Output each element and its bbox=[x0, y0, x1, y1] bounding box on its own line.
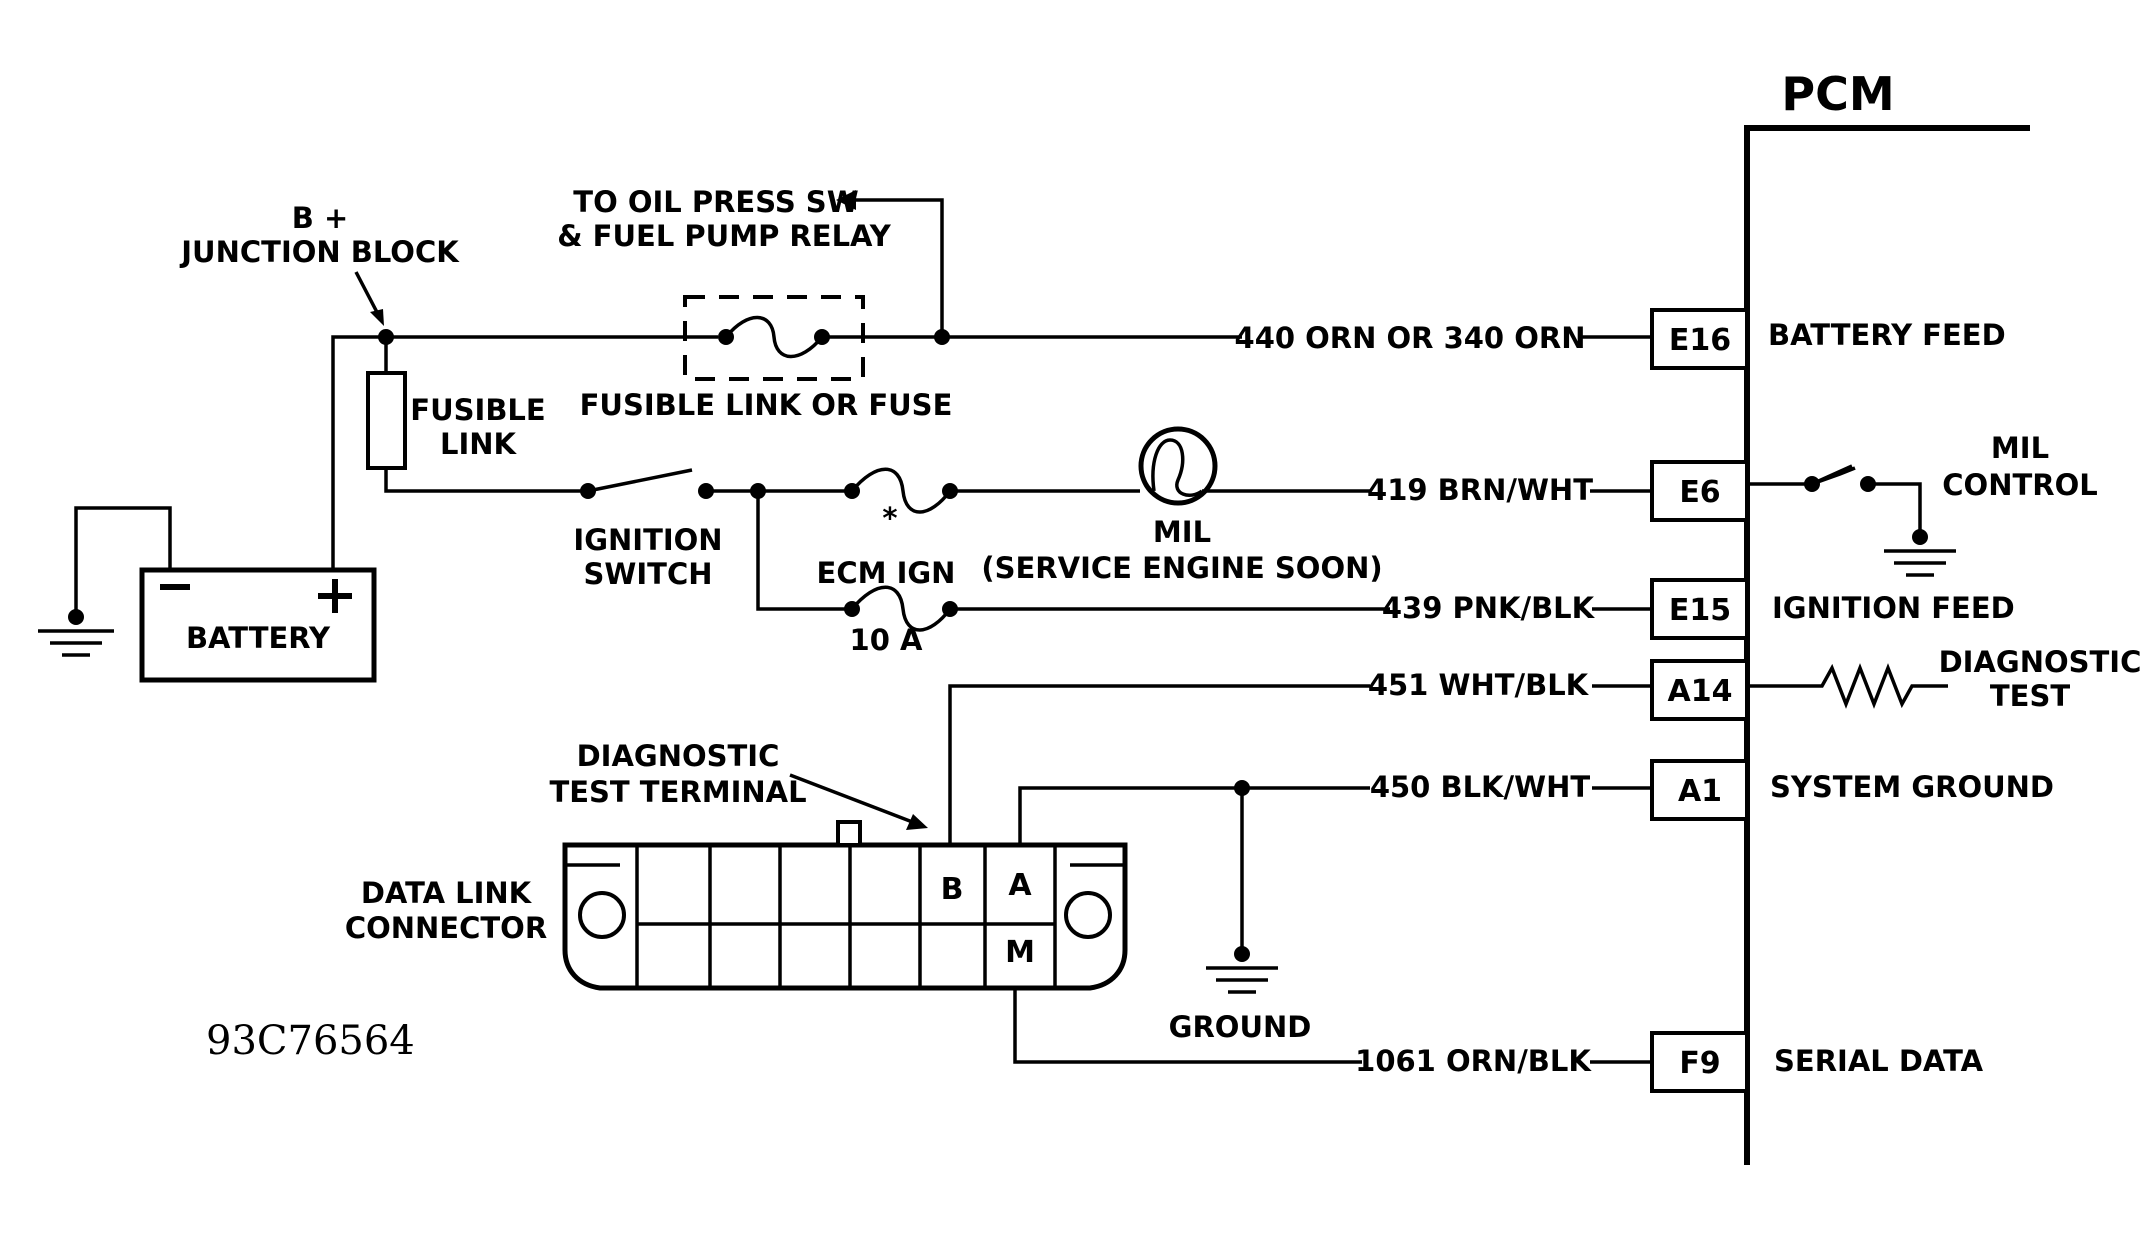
system-ground-circuit: GROUND 450 BLK/WHT A1 SYSTEM GROUND bbox=[1018, 759, 2054, 1044]
junction-block-label: JUNCTION BLOCK bbox=[179, 235, 460, 269]
wire-419-label: 419 BRN/WHT bbox=[1367, 473, 1593, 507]
pin-a-label: A bbox=[1008, 868, 1032, 903]
fusible-link-label-2: LINK bbox=[440, 427, 518, 461]
ground-symbol bbox=[1884, 549, 1956, 577]
mount-hole-left bbox=[578, 891, 626, 939]
ignition-feed-label: IGNITION FEED bbox=[1772, 591, 2015, 625]
pin-a1-label: A1 bbox=[1678, 774, 1722, 809]
battery-label: BATTERY bbox=[186, 621, 331, 655]
arrow-head bbox=[906, 814, 928, 830]
pcm-title: PCM bbox=[1781, 67, 1894, 121]
ten-amp-label: 10 A bbox=[850, 623, 923, 657]
serial-data-circuit: 1061 ORN/BLK F9 SERIAL DATA bbox=[1013, 990, 1984, 1093]
wire-450-label: 450 BLK/WHT bbox=[1370, 770, 1591, 804]
serial-data-label: SERIAL DATA bbox=[1774, 1044, 1984, 1078]
service-engine-soon-label: (SERVICE ENGINE SOON) bbox=[981, 551, 1382, 585]
wire-451-label: 451 WHT/BLK bbox=[1368, 668, 1590, 702]
resistor bbox=[1747, 663, 1948, 709]
fusible-link-label-1: FUSIBLE bbox=[410, 393, 545, 427]
ignition-switch-label-1: IGNITION bbox=[573, 523, 722, 557]
ground-label: GROUND bbox=[1169, 1010, 1312, 1044]
fusible-link-or-fuse-label: FUSIBLE LINK OR FUSE bbox=[580, 388, 953, 422]
mil-lamp bbox=[1138, 426, 1218, 506]
system-ground-label: SYSTEM GROUND bbox=[1770, 770, 2054, 804]
wire-439-label: 439 PNK/BLK bbox=[1382, 591, 1596, 625]
mount-hole-right bbox=[1064, 891, 1112, 939]
diagnostic-test-label-1: DIAGNOSTIC bbox=[1939, 645, 2142, 679]
mil-label: MIL bbox=[1153, 515, 1211, 549]
mil-control-label-1: MIL bbox=[1991, 431, 2049, 465]
wire-1061-label: 1061 ORN/BLK bbox=[1355, 1044, 1592, 1078]
ground-symbol bbox=[38, 629, 114, 657]
pin-a14 bbox=[1650, 659, 1749, 721]
mil-control-label-2: CONTROL bbox=[1942, 468, 2097, 502]
dlc-label-2: CONNECTOR bbox=[345, 911, 547, 945]
pin-e15 bbox=[1650, 578, 1749, 640]
arrow-head bbox=[836, 190, 856, 210]
pin-e15-label: E15 bbox=[1669, 593, 1731, 628]
battery-feed-label: BATTERY FEED bbox=[1768, 318, 2006, 352]
pin-a14-label: A14 bbox=[1668, 674, 1733, 709]
to-oil-press-label: TO OIL PRESS SW bbox=[573, 185, 858, 219]
pin-e16 bbox=[1650, 308, 1749, 370]
ignition-circuit: IGNITION SWITCH * MIL (SERVICE ENGINE SO… bbox=[384, 426, 2098, 591]
fusible-link bbox=[366, 371, 407, 470]
diagnostic-test-terminal-label-1: DIAGNOSTIC bbox=[577, 739, 780, 773]
asterisk-label: * bbox=[882, 501, 897, 535]
arrow-head bbox=[370, 309, 384, 326]
pin-b-label: B bbox=[941, 872, 964, 907]
b-plus-label: B + bbox=[292, 201, 349, 235]
ecm-ign-label: ECM IGN bbox=[817, 556, 956, 590]
battery-circuit: FUSIBLE LINK BATTERY bbox=[38, 335, 546, 683]
fuel-pump-relay-label: & FUEL PUMP RELAY bbox=[557, 219, 891, 253]
pin-f9-label: F9 bbox=[1679, 1046, 1720, 1081]
pin-e6 bbox=[1650, 460, 1749, 522]
diagnostic-test-circuit: 451 WHT/BLK A14 DIAGNOSTIC TEST bbox=[948, 645, 2142, 845]
data-link-connector: DIAGNOSTIC TEST TERMINAL DATA LINK CONNE… bbox=[345, 739, 1128, 991]
ecm-ign-circuit: ECM IGN 10 A 439 PNK/BLK E15 IGNITION FE… bbox=[756, 491, 2015, 657]
ignition-switch-label-2: SWITCH bbox=[584, 557, 713, 591]
ground-symbol bbox=[1206, 966, 1278, 994]
diagnostic-test-terminal-label-2: TEST TERMINAL bbox=[549, 775, 806, 809]
pin-e16-label: E16 bbox=[1669, 323, 1731, 358]
pin-e6-label: E6 bbox=[1679, 475, 1720, 510]
pin-m-label: M bbox=[1005, 935, 1035, 970]
battery-feed-circuit: B + JUNCTION BLOCK FUSIBLE LINK OR FUSE … bbox=[179, 185, 2005, 422]
diagnostic-test-label-2: TEST bbox=[1990, 679, 2070, 713]
fusible-link-or-fuse-box bbox=[683, 295, 865, 381]
dlc-label-1: DATA LINK bbox=[361, 876, 533, 910]
figure-code: 93C76564 bbox=[206, 1018, 415, 1064]
pin-f9 bbox=[1650, 1031, 1749, 1093]
pin-a1 bbox=[1650, 759, 1749, 821]
wire-440-label: 440 ORN OR 340 ORN bbox=[1235, 321, 1586, 355]
